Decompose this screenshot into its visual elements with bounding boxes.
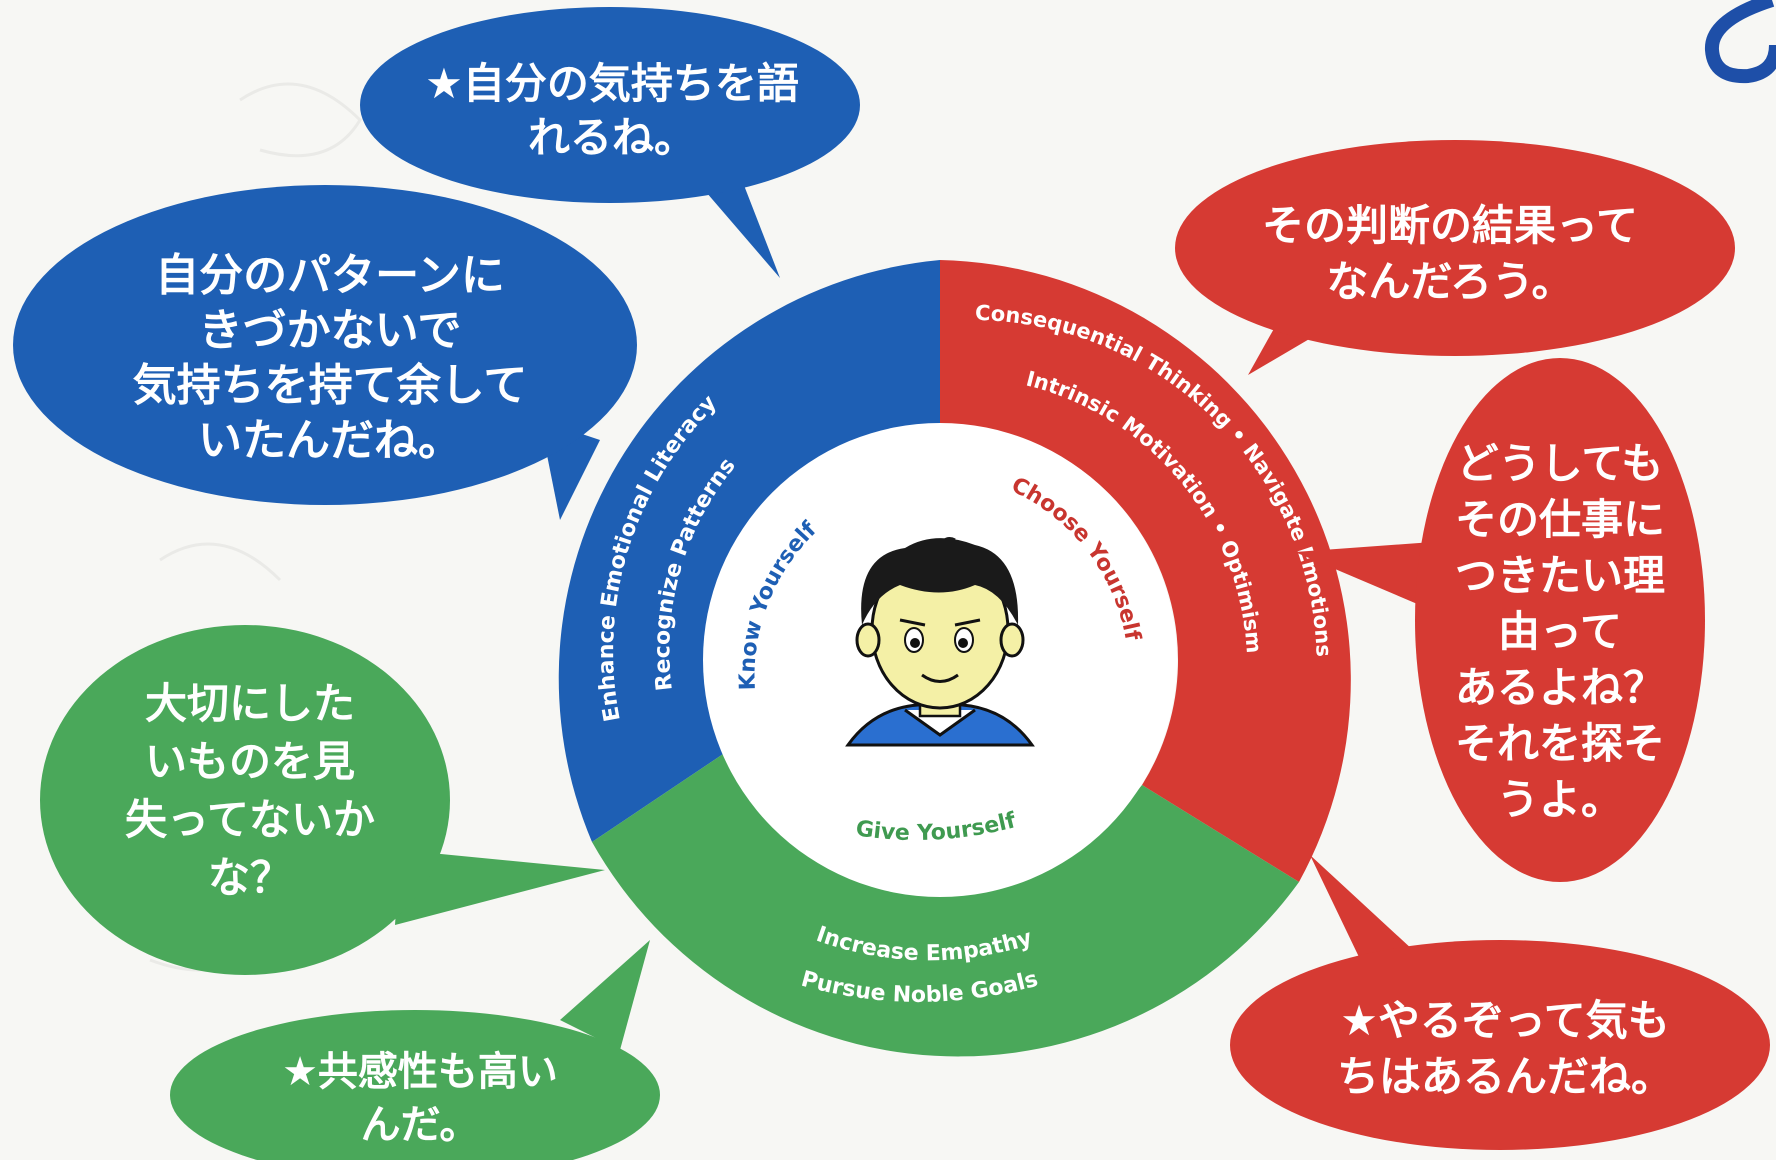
bubble-red-right: どうしても その仕事に つきたい理 由って あるよね？ それを探そ うよ。 <box>1295 358 1705 882</box>
bubble-green-left: 大切にした いものを見 失ってないか な？ <box>40 625 605 975</box>
bubble-blue-top-line-1: ★自分の気持ちを語 <box>425 59 799 108</box>
bubble-red-bottom-line-2: ちはあるんだね。 <box>1337 1052 1673 1101</box>
bubble-red-top-line-2: なんだろう。 <box>1327 257 1574 306</box>
bubble-blue-top-line-2: れるね。 <box>528 113 696 162</box>
bubble-red-top: その判断の結果って なんだろう。 <box>1175 140 1735 375</box>
bubble-blue-top: ★自分の気持ちを語 れるね。 <box>360 7 860 278</box>
bubble-blue-left-line-2: きづかないで <box>199 305 462 356</box>
bubble-green-bottom-line-1: ★共感性も高い <box>282 1049 558 1095</box>
bubble-green-left-line-4: な？ <box>208 853 292 902</box>
bubble-blue-left-line-1: 自分のパターンに <box>155 250 505 301</box>
ring-segment-red <box>940 260 1351 882</box>
bubble-red-right-line-3: つきたい理 <box>1455 551 1665 600</box>
ring <box>558 260 1351 1057</box>
page-number-mark <box>1705 0 1776 84</box>
bubble-blue-left: 自分のパターンに きづかないで 気持ちを持て余して いたんだね。 <box>13 185 637 520</box>
bubble-red-right-line-2: その仕事に <box>1455 495 1665 544</box>
bubble-red-bottom: ★やるぞって気も ちはあるんだね。 <box>1230 855 1770 1150</box>
bubble-red-right-line-1: どうしても <box>1457 439 1664 488</box>
bubble-blue-left-line-4: いたんだね。 <box>198 415 462 466</box>
bubble-green-left-line-2: いものを見 <box>145 737 355 786</box>
bubble-red-right-line-6: それを探そ <box>1455 719 1665 768</box>
bubble-red-right-line-7: うよ。 <box>1497 775 1623 824</box>
bubble-green-bottom: ★共感性も高い んだ。 <box>170 940 660 1160</box>
bubble-blue-left-line-3: 気持ちを持て余して <box>133 360 528 411</box>
boy-face-icon <box>845 537 1035 747</box>
bubble-green-bottom-line-2: んだ。 <box>361 1102 480 1148</box>
bubble-red-top-line-1: その判断の結果って <box>1262 201 1638 250</box>
bubble-green-left-line-1: 大切にした <box>145 679 355 728</box>
bubble-red-right-line-5: あるよね？ <box>1455 663 1665 712</box>
bubble-red-right-line-4: 由って <box>1498 607 1622 656</box>
bubble-green-left-line-3: 失ってないか <box>125 795 375 844</box>
bubble-red-bottom-line-1: ★やるぞって気も <box>1340 996 1670 1045</box>
